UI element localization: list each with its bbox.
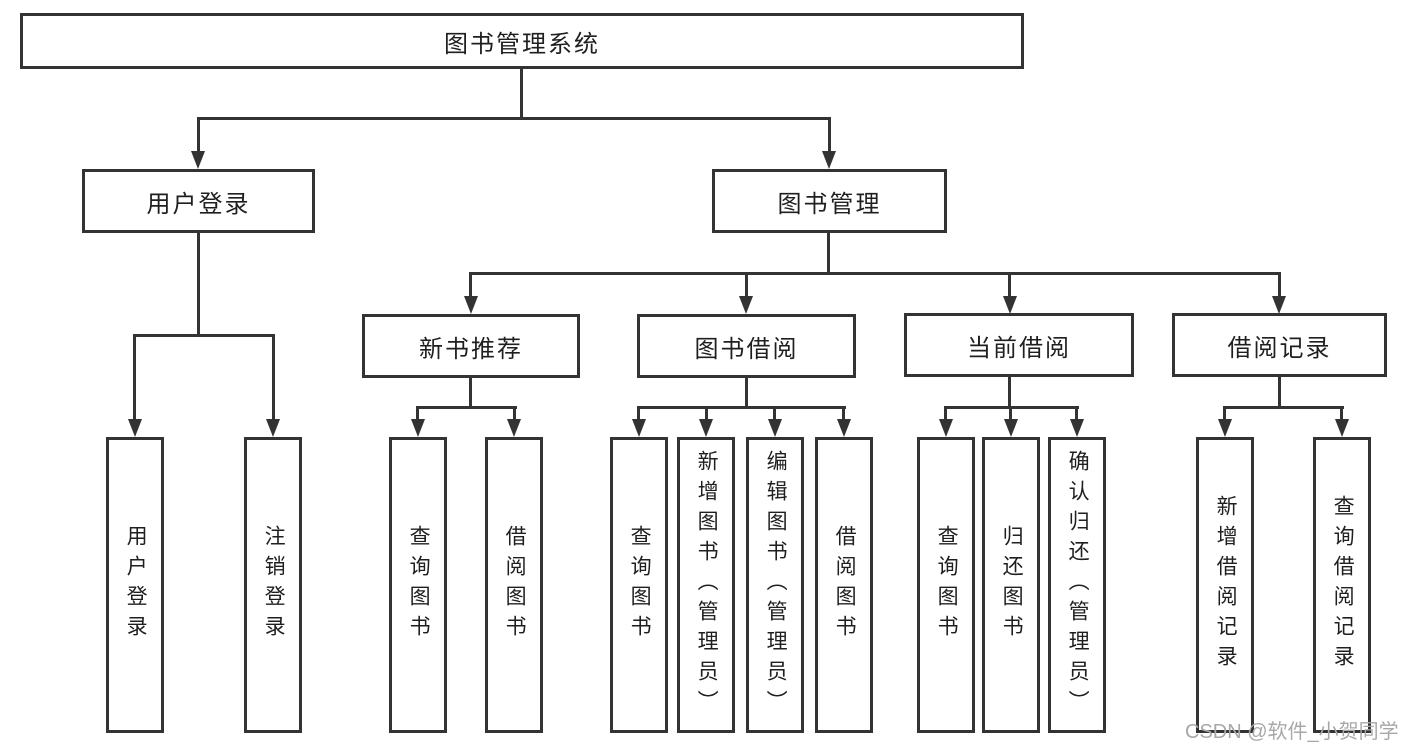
leaf-query-books-1: 查询图书 (389, 437, 447, 733)
leaf-edit-books-admin-label: 编辑图书（管理员） (764, 450, 788, 720)
arrow-down-icon (822, 151, 836, 169)
arrow-down-icon (266, 419, 280, 437)
arrow-down-icon (507, 419, 521, 437)
node-borrowing-records: 借阅记录 (1172, 313, 1387, 377)
node-user-login: 用户登录 (82, 169, 315, 233)
edge-leaf-stem (1075, 406, 1078, 421)
edge-leaf-stem (1009, 406, 1012, 421)
arrow-down-icon (1003, 296, 1017, 314)
leaf-confirm-return-admin: 确认归还（管理员） (1048, 437, 1106, 733)
arrow-down-icon (939, 419, 953, 437)
edge-to-leaf-user-login (133, 334, 136, 420)
leaf-return-books-label: 归还图书 (1000, 525, 1024, 645)
arrow-down-icon (768, 419, 782, 437)
leaf-query-books-3-label: 查询图书 (935, 525, 959, 645)
leaf-add-borrow-record-label: 新增借阅记录 (1214, 495, 1238, 675)
node-root-label: 图书管理系统 (444, 30, 600, 58)
edge-to-borrowing-records (1278, 272, 1281, 298)
arrow-down-icon (739, 296, 753, 314)
edge-to-book-borrowing (745, 272, 748, 298)
leaf-return-books: 归还图书 (982, 437, 1040, 733)
leaf-logout: 注销登录 (244, 437, 302, 733)
node-current-borrowing: 当前借阅 (904, 313, 1134, 377)
edge-book-borrowing-stem (745, 377, 748, 409)
leaf-query-borrow-record-label: 查询借阅记录 (1331, 495, 1355, 675)
leaf-user-login: 用户登录 (106, 437, 164, 733)
edge-user-login-bar (133, 334, 275, 337)
leaf-add-books-admin-label: 新增图书（管理员） (695, 450, 719, 720)
arrow-down-icon (699, 419, 713, 437)
edge-to-current-borrowing (1008, 272, 1011, 298)
edge-leaf-stem (1340, 406, 1343, 421)
edge-to-new-book-recommend (469, 272, 472, 298)
arrow-down-icon (191, 151, 205, 169)
edge-leaf-stem (944, 406, 947, 421)
edge-current-borrowing-stem (1008, 377, 1011, 409)
arrow-down-icon (128, 419, 142, 437)
leaf-logout-label: 注销登录 (262, 525, 286, 645)
leaf-add-borrow-record: 新增借阅记录 (1196, 437, 1254, 733)
arrow-down-icon (1335, 419, 1349, 437)
edge-leaf-stem (705, 406, 708, 421)
edge-book-borrowing-bar (637, 406, 846, 409)
edge-root-stem (520, 68, 523, 118)
csdn-watermark: CSDN @软件_小贺同学 (1185, 721, 1399, 743)
arrow-down-icon (1218, 419, 1232, 437)
edge-root-bar (197, 117, 831, 120)
arrow-down-icon (1004, 419, 1018, 437)
edge-leaf-stem (842, 406, 845, 421)
edge-leaf-stem (416, 406, 419, 421)
edge-leaf-stem (637, 406, 640, 421)
node-root: 图书管理系统 (20, 13, 1024, 69)
edge-book-management-stem (827, 233, 830, 275)
node-new-book-recommend-label: 新书推荐 (419, 335, 523, 363)
leaf-user-login-label: 用户登录 (124, 525, 148, 645)
leaf-query-books-1-label: 查询图书 (407, 525, 431, 645)
edge-borrowing-records-stem (1278, 377, 1281, 409)
leaf-add-books-admin: 新增图书（管理员） (677, 437, 735, 733)
leaf-borrow-books-2-label: 借阅图书 (833, 525, 857, 645)
arrow-down-icon (837, 419, 851, 437)
node-book-borrowing: 图书借阅 (637, 314, 856, 378)
edge-new-book-bar (417, 406, 517, 409)
edge-book-management-bar (470, 272, 1281, 275)
edge-leaf-stem (513, 406, 516, 421)
edge-borrowing-records-bar (1223, 406, 1344, 409)
leaf-query-books-3: 查询图书 (917, 437, 975, 733)
edge-new-book-stem (469, 377, 472, 409)
node-book-management: 图书管理 (712, 169, 947, 233)
leaf-query-books-2-label: 查询图书 (628, 525, 652, 645)
edge-to-user-login (197, 117, 200, 153)
leaf-borrow-books-2: 借阅图书 (815, 437, 873, 733)
edge-to-leaf-logout (272, 334, 275, 420)
arrow-down-icon (632, 419, 646, 437)
leaf-edit-books-admin: 编辑图书（管理员） (746, 437, 804, 733)
node-book-borrowing-label: 图书借阅 (694, 335, 799, 363)
leaf-query-borrow-record: 查询借阅记录 (1313, 437, 1371, 733)
arrow-down-icon (1272, 296, 1286, 314)
node-current-borrowing-label: 当前借阅 (967, 334, 1071, 362)
edge-user-login-stem (197, 233, 200, 336)
edge-leaf-stem (1223, 406, 1226, 421)
node-book-management-label: 图书管理 (777, 190, 882, 218)
node-new-book-recommend: 新书推荐 (362, 314, 580, 378)
node-borrowing-records-label: 借阅记录 (1227, 334, 1332, 362)
arrow-down-icon (1070, 419, 1084, 437)
edge-to-book-management (828, 117, 831, 153)
node-user-login-label: 用户登录 (146, 190, 251, 218)
edge-leaf-stem (773, 406, 776, 421)
leaf-borrow-books-1-label: 借阅图书 (503, 525, 527, 645)
leaf-borrow-books-1: 借阅图书 (485, 437, 543, 733)
arrow-down-icon (411, 419, 425, 437)
arrow-down-icon (464, 296, 478, 314)
leaf-confirm-return-admin-label: 确认归还（管理员） (1066, 450, 1090, 720)
leaf-query-books-2: 查询图书 (610, 437, 668, 733)
